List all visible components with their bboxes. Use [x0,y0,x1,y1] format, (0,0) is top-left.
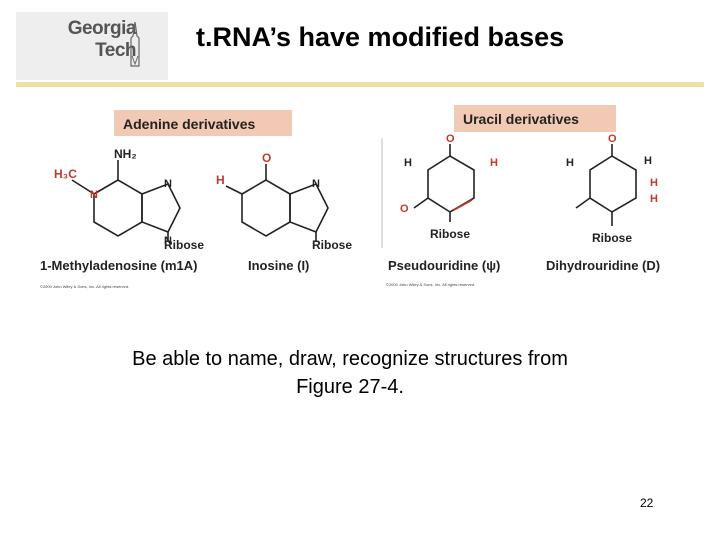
ribose-label-4: Ribose [592,231,632,245]
slide-title: t.RNA’s have modified bases [196,22,565,52]
structure-methyladenosine [71,160,181,242]
svg-text:H: H [644,155,652,167]
compound-name-1: 1-Methyladenosine (m1A) [40,258,197,273]
ribose-label-3: Ribose [430,227,470,241]
svg-text:H: H [650,193,658,205]
svg-text:O: O [608,133,617,145]
svg-text:O: O [446,133,455,145]
compound-name-3: Pseudouridine (ψ) [388,258,500,273]
compound-name-2: Inosine (I) [248,258,309,273]
svg-text:N: N [164,178,172,190]
logo-line-1: Georgia [67,18,137,39]
svg-text:O: O [400,203,409,215]
svg-text:N: N [164,235,172,247]
structure-inosine [225,164,329,242]
svg-text:H: H [490,157,498,169]
copyright-left: ©2000 John Wiley & Sons, Inc. All rights… [40,284,129,289]
tech-tower-icon [130,22,140,67]
adenine-header: Adenine derivatives [123,116,255,132]
georgia-tech-logo [16,12,168,80]
ribose-label-2: Ribose [312,238,352,252]
caption-line-2: Figure 27-4. [296,376,404,398]
page-number: 22 [640,496,654,510]
svg-text:H: H [650,177,658,189]
structure-pseudouridine [413,144,475,222]
svg-text:O: O [262,151,271,165]
caption: Be able to name, draw, recognize structu… [40,345,660,401]
svg-text:N: N [312,178,320,190]
svg-text:H: H [404,157,412,169]
svg-text:H: H [566,157,574,169]
svg-text:NH₂: NH₂ [114,147,137,161]
adenine-header-box [114,110,292,136]
copyright-right: ©2000 John Wiley & Sons, Inc. All rights… [386,282,475,287]
figure-27-4: Adenine derivatives Uracil derivatives N… [40,105,660,289]
logo-wordmark: Georgia Tech [24,18,137,62]
svg-text:H₃C: H₃C [54,167,77,181]
svg-text:H: H [216,173,225,187]
svg-text:N: N [90,189,98,201]
uracil-header: Uracil derivatives [463,111,579,127]
uracil-header-box [454,105,616,132]
caption-line-1: Be able to name, draw, recognize structu… [132,348,568,370]
logo-line-2: Tech [95,40,136,61]
ribose-label-1: Ribose [164,238,204,252]
title-divider [16,82,704,87]
compound-name-4: Dihydrouridine (D) [546,258,660,273]
structure-dihydrouridine [575,144,637,226]
